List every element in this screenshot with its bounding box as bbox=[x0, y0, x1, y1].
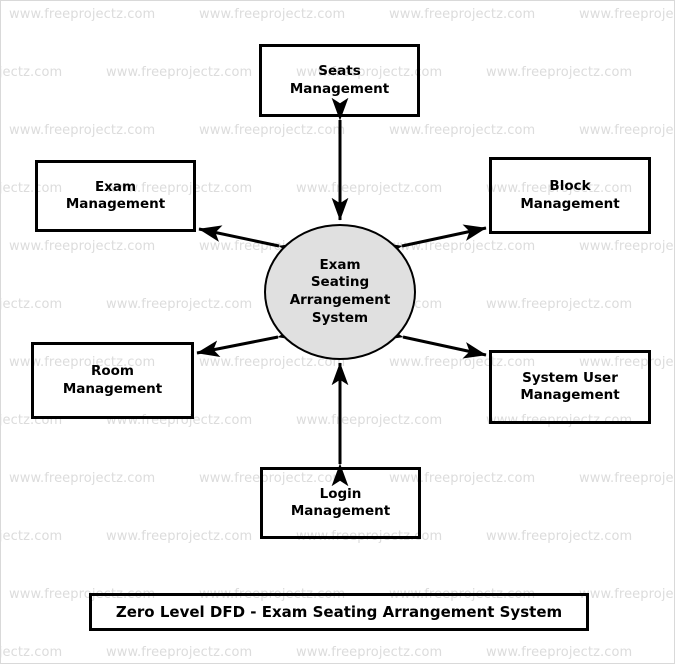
entity-seats-management[interactable]: Seats Management bbox=[259, 44, 420, 117]
entity-login-management-label: Login Management bbox=[290, 485, 391, 519]
diagram-title: Zero Level DFD - Exam Seating Arrangemen… bbox=[115, 603, 563, 621]
process-label: Exam Seating Arrangement System bbox=[289, 256, 391, 326]
flow-block-management bbox=[378, 224, 487, 259]
entity-room-management[interactable]: Room Management bbox=[31, 342, 194, 419]
flow-exam-management bbox=[198, 225, 303, 259]
diagram-caption-box: Zero Level DFD - Exam Seating Arrangemen… bbox=[89, 593, 589, 631]
process-exam-seating-arrangement-system[interactable]: Exam Seating Arrangement System bbox=[264, 224, 416, 360]
entity-system-user-management-label: System User Management bbox=[520, 369, 620, 403]
entity-login-management[interactable]: Login Management bbox=[260, 467, 421, 539]
entity-exam-management-label: Exam Management bbox=[65, 178, 166, 212]
entity-seats-management-label: Seats Management bbox=[289, 63, 390, 97]
entity-exam-management[interactable]: Exam Management bbox=[35, 160, 196, 232]
flow-system-user-management bbox=[379, 324, 487, 359]
flow-room-management bbox=[196, 324, 302, 357]
entity-block-management[interactable]: Block Management bbox=[489, 157, 651, 234]
entity-room-management-label: Room Management bbox=[62, 363, 163, 397]
entity-block-management-label: Block Management bbox=[520, 178, 620, 212]
entity-system-user-management[interactable]: System User Management bbox=[489, 350, 651, 424]
